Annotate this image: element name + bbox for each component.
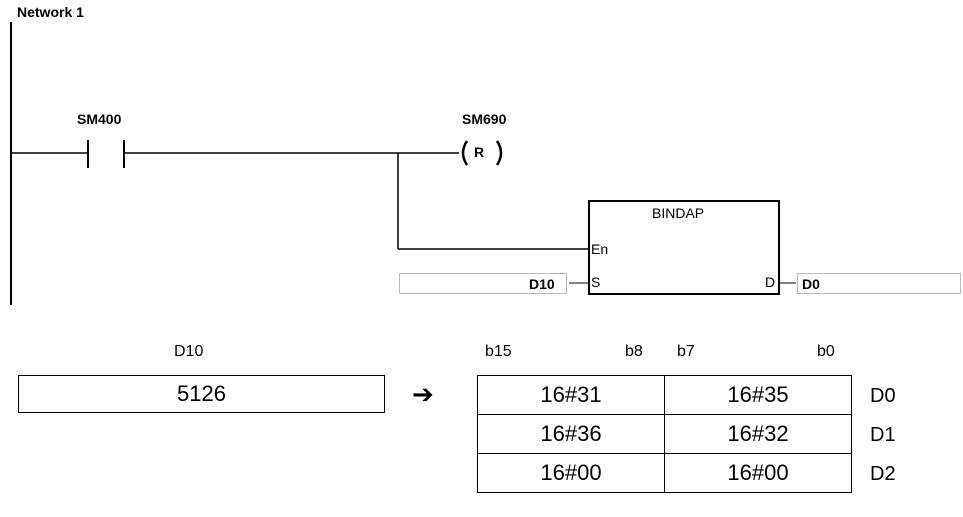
result-high-byte: 16#31	[477, 375, 665, 415]
network-title: Network 1	[17, 4, 84, 20]
bit-label-b8: b8	[625, 343, 643, 360]
coil-label: SM690	[462, 111, 507, 127]
bit-label-b15: b15	[485, 343, 512, 360]
bit-label-b0: b0	[817, 343, 835, 360]
result-low-byte: 16#32	[664, 414, 852, 454]
result-register: D1	[870, 424, 896, 446]
pin-d-label: D	[765, 274, 776, 290]
operand-d-value: D0	[802, 276, 820, 292]
ladder-diagram	[10, 22, 796, 305]
bit-label-b7: b7	[677, 343, 695, 360]
instruction-name: BINDAP	[652, 205, 705, 221]
result-high-byte: 16#00	[477, 453, 665, 493]
operand-d-field[interactable]	[797, 273, 961, 294]
operand-s-field[interactable]	[399, 273, 567, 294]
source-register-label: D10	[174, 343, 204, 360]
result-low-byte: 16#35	[664, 375, 852, 415]
source-value: 5126	[177, 381, 226, 406]
result-register: D0	[870, 385, 896, 407]
pin-en-label: En	[591, 241, 609, 257]
result-high-byte: 16#36	[477, 414, 665, 454]
contact-label: SM400	[77, 111, 122, 127]
pin-s-label: S	[591, 274, 601, 290]
function-block[interactable]	[588, 200, 780, 295]
normally-open-contact[interactable]	[87, 140, 125, 168]
coil-symbol: R	[474, 144, 485, 160]
source-value-box: 5126	[18, 375, 385, 413]
result-low-byte: 16#00	[664, 453, 852, 493]
result-register: D2	[870, 463, 896, 485]
operand-s-value: D10	[529, 276, 555, 292]
arrow-icon: ➔	[412, 380, 434, 410]
reset-coil[interactable]	[461, 140, 503, 166]
